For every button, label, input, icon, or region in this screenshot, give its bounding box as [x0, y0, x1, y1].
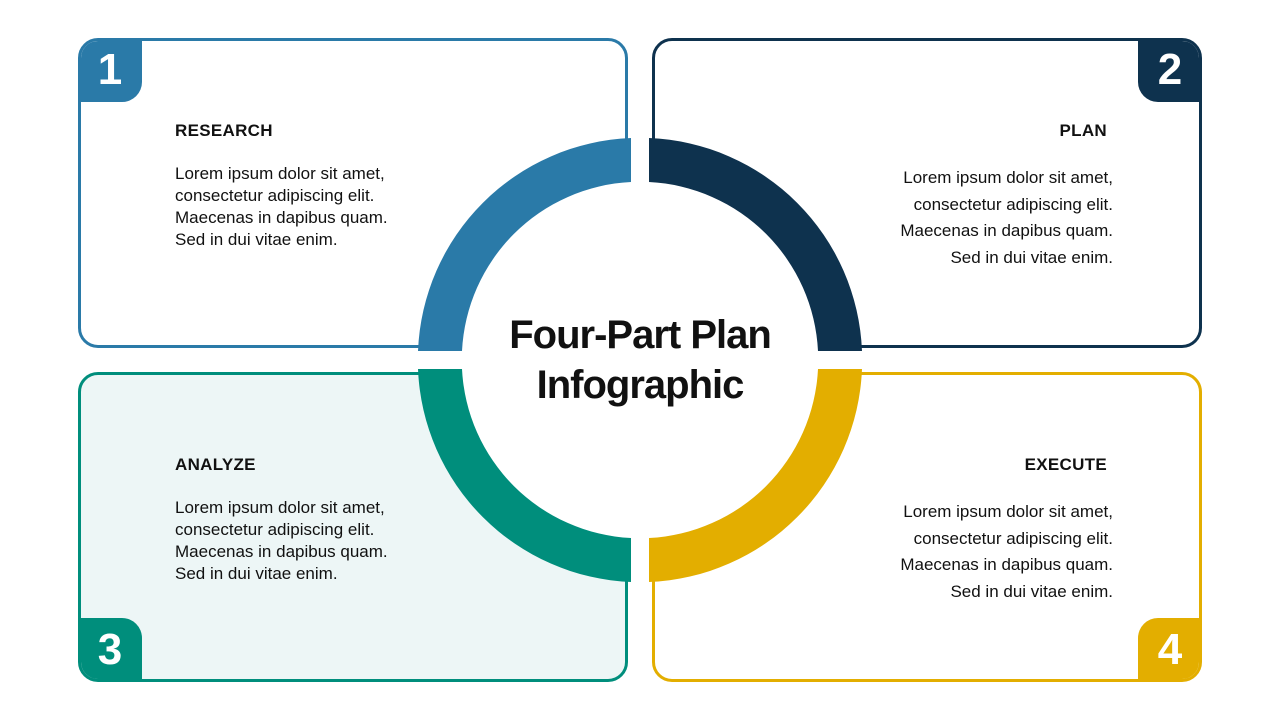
step-title: PLAN	[1059, 121, 1107, 140]
step-number-badge: 4	[1138, 618, 1199, 679]
step-description: Lorem ipsum dolor sit amet, consectetur …	[900, 168, 1113, 267]
ring-segment-execute	[649, 369, 862, 582]
diagram-title: Four-Part Plan Infographic	[460, 310, 820, 410]
step-number-badge: 1	[81, 41, 142, 102]
step-description: Lorem ipsum dolor sit amet, consectetur …	[900, 502, 1113, 601]
diagram-title-line-2: Infographic	[536, 363, 745, 407]
step-title: RESEARCH	[175, 121, 273, 140]
diagram-title-line-1: Four-Part Plan	[509, 313, 772, 357]
ring-segment-research	[418, 138, 631, 351]
ring-segment-analyze	[418, 369, 631, 582]
step-description: Lorem ipsum dolor sit amet, consectetur …	[175, 498, 388, 583]
ring-segment-plan	[649, 138, 862, 351]
step-number-badge: 3	[81, 618, 142, 679]
ring-center-disc	[460, 180, 820, 540]
step-number-badge: 2	[1138, 41, 1199, 102]
step-description: Lorem ipsum dolor sit amet, consectetur …	[175, 164, 388, 249]
step-title: ANALYZE	[175, 455, 256, 474]
step-title: EXECUTE	[1024, 455, 1107, 474]
